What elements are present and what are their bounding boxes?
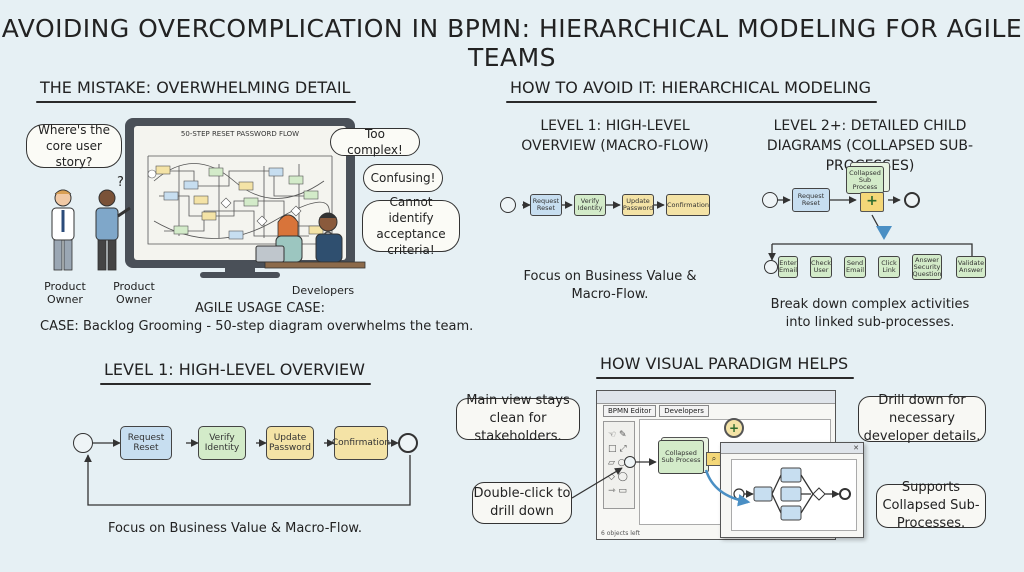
tab-bpmn-editor[interactable]: BPMN Editor (603, 405, 657, 417)
shape-tool-icon[interactable]: ▱ (608, 458, 615, 468)
label-product-owner-1: Product Owner (44, 280, 86, 306)
toolbox-icons[interactable]: ☜ ✎ □ ⤢ ▱ ○ ◇ ◯ ⇾ ▭ (608, 428, 628, 498)
question-mark: ? (117, 175, 124, 190)
monitor-diagram-title: 50-STEP RESET PASSWORD FLOW (180, 130, 300, 138)
bubble-criteria: Cannot identify acceptance criteria! (362, 195, 460, 257)
monitor: 50-STEP RESET PASSWORD FLOW (125, 118, 355, 278)
monitor-screen: 50-STEP RESET PASSWORD FLOW (134, 126, 346, 260)
level1-left-flow-arrows (84, 439, 411, 506)
child-task-4: Click Link (878, 256, 900, 278)
mistake-heading-text: THE MISTAKE: OVERWHELMING DETAIL (40, 78, 351, 97)
note-tool-icon[interactable]: ▭ (618, 486, 627, 496)
level1-right-title: LEVEL 1: HIGH-LEVEL OVERVIEW (MACRO-FLOW… (521, 118, 709, 154)
label-product-owner-2: Product Owner (113, 280, 155, 306)
product-owner-2-figure (95, 189, 131, 271)
level1-left-caption: Focus on Business Value & Macro-Flow. (107, 521, 363, 536)
vp-start-event[interactable] (624, 456, 636, 468)
level2-end-event (904, 192, 920, 208)
level2-drill-arrow-icon (876, 226, 892, 240)
level1-left-start-event (73, 433, 93, 453)
collapsed-subprocess-label: Collapsed Sub Process (846, 166, 884, 194)
label-developers: Developers (291, 284, 355, 297)
people-illustration (51, 189, 366, 271)
agile-case-text: CASE: Backlog Grooming - 50-step diagram… (40, 319, 474, 334)
callout-double-click: Double-click to drill down (472, 482, 572, 524)
bubble-confusing: Confusing! (363, 164, 443, 192)
callout-drill-down: Drill down for necessary developer detai… (858, 393, 986, 444)
vp-heading: HOW VISUAL PARADIGM HELPS (596, 354, 855, 379)
callout-main-view: Main view stays clean for stakeholders. (456, 393, 580, 444)
level1-left-task-4: Confirmation (332, 426, 390, 460)
level1-left-task-3: Update Password (266, 426, 314, 460)
avoid-heading-text: HOW TO AVOID IT: HIERARCHICAL MODELING (510, 78, 871, 97)
product-owner-1-figure (51, 189, 75, 271)
level1-right-caption: Focus on Business Value & Macro-Flow. (523, 269, 697, 302)
vp-heading-text: HOW VISUAL PARADIGM HELPS (600, 354, 849, 373)
level1-right-task-1: Request Reset (530, 194, 562, 216)
level2-child-start-event (764, 260, 778, 274)
child-task-1: Enter Email (778, 256, 798, 278)
vp-collapsed-subprocess[interactable]: Collapsed Sub Process (658, 437, 709, 476)
avoid-heading: HOW TO AVOID IT: HIERARCHICAL MODELING (506, 78, 877, 103)
child-task-6: Validate Answer (956, 256, 986, 278)
agile-usage-label: AGILE USAGE CASE: (194, 301, 326, 316)
vp-collapsed-label: Collapsed Sub Process (658, 440, 704, 474)
level1-left-end-event (398, 433, 418, 453)
bubble-core-story: Where's the core user story? (26, 123, 122, 169)
zoom-plus-icon[interactable]: + (724, 418, 744, 438)
callout-supports: Supports Collapsed Sub-Processes. (876, 480, 986, 531)
level2-request-task: Request Reset (792, 188, 830, 212)
child-task-5: Answer Security Question (912, 254, 942, 280)
tab-developers[interactable]: Developers (659, 405, 709, 417)
vp-child-diagram (733, 467, 851, 521)
link-tool-icon[interactable]: ⤢ (619, 444, 627, 454)
event-tool-icon[interactable]: ◯ (617, 472, 628, 482)
level1-left-heading-text: LEVEL 1: HIGH-LEVEL OVERVIEW (104, 360, 365, 379)
level2-start-event (762, 192, 778, 208)
page-title: AVOIDING OVERCOMPLICATION IN BPMN: HIERA… (1, 14, 1023, 72)
level1-left-task-2: Verify Identity (198, 426, 246, 460)
mistake-heading: THE MISTAKE: OVERWHELMING DETAIL (36, 78, 357, 103)
collapsed-plus-icon: + (860, 192, 884, 212)
level1-right-start-event (500, 197, 516, 213)
close-icon[interactable]: ✕ (853, 444, 859, 452)
vp-toolbox: ☜ ✎ □ ⤢ ▱ ○ ◇ ◯ ⇾ ▭ (603, 421, 635, 509)
circle-tool-icon[interactable]: ○ (617, 458, 626, 468)
developers-figure (255, 212, 366, 269)
drill-down-arrow (704, 469, 751, 507)
level1-right-task-2: Verify Identity (574, 194, 606, 216)
level1-left-heading: LEVEL 1: HIGH-LEVEL OVERVIEW (100, 360, 371, 385)
level1-right-task-4: Confirmation (666, 194, 710, 216)
level1-right-task-3: Update Password (622, 194, 654, 216)
hand-tool-icon[interactable]: ☜ (608, 430, 617, 440)
square-tool-icon[interactable]: □ (608, 444, 617, 454)
collapsed-subprocess-stack: Collapsed Sub Process (846, 162, 890, 196)
bubble-too-complex: Too complex! (330, 127, 420, 157)
level1-left-task-1: Request Reset (120, 426, 172, 460)
pencil-tool-icon[interactable]: ✎ (618, 430, 627, 440)
vp-status-bar: 6 objects left (601, 530, 640, 537)
child-task-2: Check User (810, 256, 832, 278)
arrow-tool-icon[interactable]: ⇾ (608, 486, 616, 496)
gateway-tool-icon[interactable]: ◇ (608, 472, 615, 482)
callout-pointers (571, 467, 623, 499)
level2-caption: Break down complex activities into linke… (770, 297, 970, 330)
vp-main-arrows (636, 458, 657, 466)
child-task-3: Send Email (844, 256, 866, 278)
level1-right-flow-arrows (522, 201, 665, 209)
